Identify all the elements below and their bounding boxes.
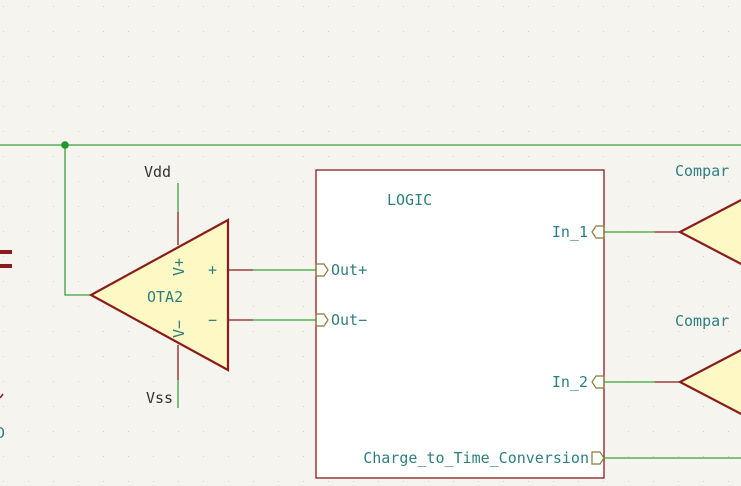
pin-ctc: Charge_to_Time_Conversion bbox=[363, 449, 589, 467]
pin-in2: In_2 bbox=[552, 373, 588, 391]
ota-plus-pin: + bbox=[208, 261, 217, 279]
ota-vplus-pin: V+ bbox=[170, 258, 188, 276]
comparator-2-label: Compar bbox=[675, 312, 729, 330]
vss-label: Vss bbox=[146, 389, 173, 407]
comparator-1[interactable]: Compar bbox=[655, 162, 741, 266]
ota-ref: OTA2 bbox=[147, 288, 183, 306]
logic-title: LOGIC bbox=[387, 191, 432, 209]
wires bbox=[0, 144, 741, 459]
pin-out-plus: Out+ bbox=[331, 261, 367, 279]
feedback-wire[interactable] bbox=[64, 145, 91, 296]
junction-dot bbox=[61, 141, 69, 149]
comparator-2[interactable]: Compar bbox=[655, 312, 741, 416]
comparator-1-label: Compar bbox=[675, 162, 729, 180]
ota-vminus-pin: V− bbox=[170, 320, 188, 338]
logic-sheet[interactable]: LOGIC Out+ Out− In_1 In_2 Charge_to_Time… bbox=[315, 169, 605, 479]
ota-symbol[interactable]: OTA2 + − V+ V− Vdd Vss bbox=[88, 163, 253, 407]
ota-minus-pin: − bbox=[208, 311, 217, 329]
left-fragment-label: D bbox=[0, 424, 5, 442]
pin-out-minus: Out− bbox=[331, 311, 367, 329]
pin-in1: In_1 bbox=[552, 223, 588, 241]
vdd-label: Vdd bbox=[144, 163, 171, 181]
left-partial-symbol: D bbox=[0, 250, 12, 442]
